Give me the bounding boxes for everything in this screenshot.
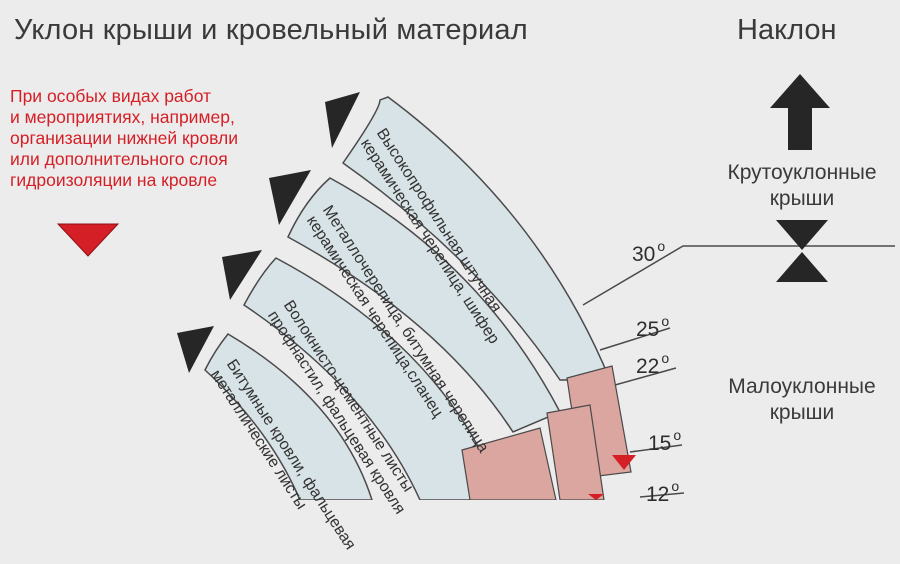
angle-value: 22 <box>636 355 660 378</box>
slope-line-25 <box>599 327 671 351</box>
steep-label-line: Крутоуклонные <box>727 161 877 184</box>
band-end-triangle-icon <box>325 92 360 148</box>
red-marker-icon <box>612 455 636 470</box>
slope-line-22 <box>614 367 677 386</box>
band-fiber-cement <box>243 257 491 501</box>
diagram-title: Уклон крыши и кровельный материал <box>14 14 528 46</box>
angle-value: 12 <box>646 483 670 506</box>
slope-line-30 <box>582 245 895 306</box>
degree-mark: o <box>657 238 666 254</box>
note-line: организации нижней кровли <box>10 128 239 148</box>
note-line: При особых видах работ <box>10 86 212 106</box>
hourglass-bottom-icon <box>776 252 828 282</box>
red-warning-triangle-icon <box>56 223 120 257</box>
degree-mark: o <box>661 313 670 329</box>
hourglass-top-icon <box>776 220 828 250</box>
degree-mark: o <box>671 478 680 494</box>
band-metal-tile <box>287 177 562 433</box>
band-end-triangle-icon <box>269 170 311 225</box>
gentle-roofs-label: Малоуклонные крыши <box>706 374 898 426</box>
band-bitumen <box>204 333 374 501</box>
incline-title: Наклон <box>737 14 837 46</box>
steep-roofs-label: Крутоуклонные крыши <box>706 160 898 212</box>
roof-slope-diagram <box>56 74 895 501</box>
slope-line-15 <box>629 444 683 453</box>
note-line: или дополнительного слоя <box>10 149 228 169</box>
band-end-triangle-icon <box>177 326 214 373</box>
band-end-triangle-icon <box>222 250 262 300</box>
steep-label-line: крыши <box>769 187 835 210</box>
red-marker-icon <box>588 494 604 500</box>
special-works-note: При особых видах работ и мероприятиях, н… <box>10 86 290 191</box>
angle-value: 25 <box>636 318 660 341</box>
degree-mark: o <box>661 350 670 366</box>
angle-value: 30 <box>632 243 656 266</box>
gentle-label-line: крыши <box>769 401 835 424</box>
note-line: и мероприятиях, например, <box>10 107 235 127</box>
diagram-canvas: Уклон крыши и кровельный материал Наклон… <box>10 14 898 553</box>
gentle-label-line: Малоуклонные <box>728 375 876 398</box>
angle-value: 15 <box>648 432 672 455</box>
note-line: гидроизоляции на кровле <box>10 170 218 190</box>
band-high-profile <box>341 96 612 381</box>
up-arrow-icon <box>770 74 830 150</box>
degree-mark: o <box>673 427 682 443</box>
slope-line-12 <box>639 492 685 498</box>
